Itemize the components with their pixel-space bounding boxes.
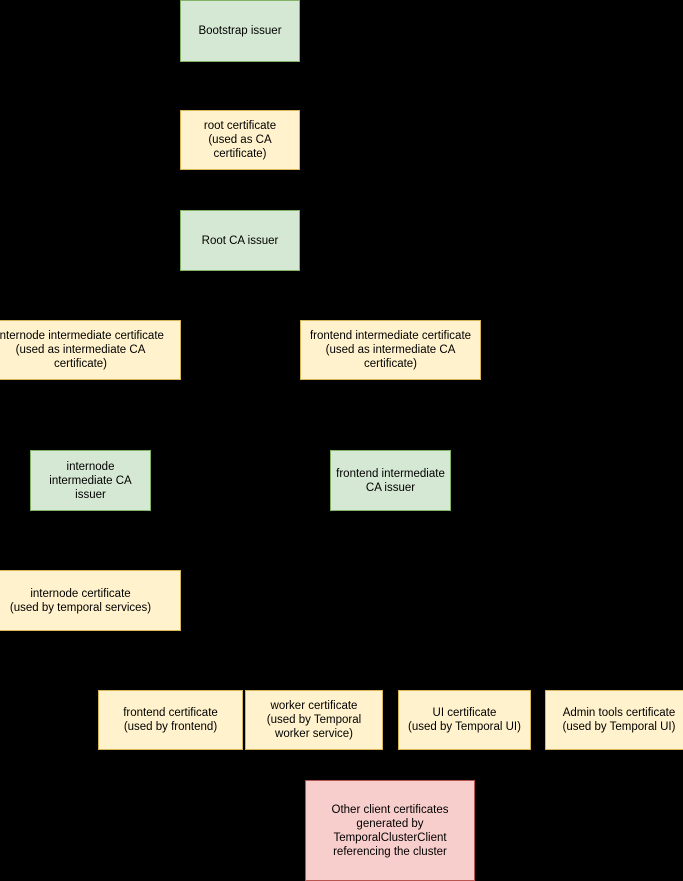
node-label: internode intermediate CA issuer: [49, 460, 132, 501]
node-label: worker certificate (used by Temporal wor…: [266, 700, 362, 740]
node-worker-certificate: worker certificate (used by Temporal wor…: [245, 690, 383, 750]
edge-frontend-intermediate-ca-issuer-to-admin-tools-certificate: [390, 511, 620, 685]
edge-frontend-intermediate-ca-issuer-to-ui-certificate: [390, 511, 465, 685]
node-internode-certificate: internode certificate (used by temporal …: [0, 570, 181, 631]
node-label: root certificate (used as CA certificate…: [203, 120, 277, 160]
edge-frontend-intermediate-ca-issuer-to-worker-certificate: [313, 511, 391, 685]
node-frontend-intermediate-certificate: frontend intermediate certificate (used …: [300, 320, 481, 380]
edge-frontend-intermediate-ca-issuer-to-frontend-certificate: [170, 511, 391, 685]
node-label: internode certificate (used by temporal …: [9, 587, 152, 614]
node-frontend-certificate: frontend certificate (used by frontend): [98, 690, 243, 750]
edge-root-ca-issuer-to-frontend-intermediate-certificate: [239, 271, 391, 315]
node-internode-intermediate-certificate: internode intermediate certificate (used…: [0, 320, 181, 380]
edge-frontend-intermediate-ca-issuer-to-other-client-certificates: [389, 511, 391, 775]
node-label: frontend intermediate certificate (used …: [309, 330, 472, 370]
node-label: UI certificate (used by Temporal UI): [408, 707, 521, 733]
edge-internode-intermediate-certificate-to-internode-intermediate-ca-issuer: [80, 380, 91, 445]
edge-internode-intermediate-ca-issuer-to-internode-certificate: [80, 511, 91, 565]
node-internode-intermediate-ca-issuer: internode intermediate CA issuer: [30, 450, 151, 511]
node-other-client-certificates: Other client certificates generated by T…: [305, 780, 475, 881]
node-label: frontend certificate (used by frontend): [123, 707, 218, 733]
node-admin-tools-certificate: Admin tools certificate (used by Tempora…: [545, 690, 683, 750]
node-label: Bootstrap issuer: [198, 25, 282, 37]
node-bootstrap-issuer: Bootstrap issuer: [180, 0, 300, 62]
edge-root-ca-issuer-to-internode-intermediate-certificate: [80, 271, 241, 315]
node-root-certificate: root certificate (used as CA certificate…: [180, 110, 300, 170]
node-label: Root CA issuer: [201, 234, 279, 247]
node-label: frontend intermediate CA issuer: [336, 467, 445, 494]
node-label: Other client certificates generated by T…: [331, 803, 449, 858]
node-ui-certificate: UI certificate (used by Temporal UI): [398, 690, 531, 750]
node-label: Admin tools certificate (used by Tempora…: [562, 707, 676, 733]
node-frontend-intermediate-ca-issuer: frontend intermediate CA issuer: [330, 450, 451, 511]
node-label: internode intermediate certificate (used…: [0, 330, 164, 370]
node-root-ca-issuer: Root CA issuer: [180, 210, 300, 271]
